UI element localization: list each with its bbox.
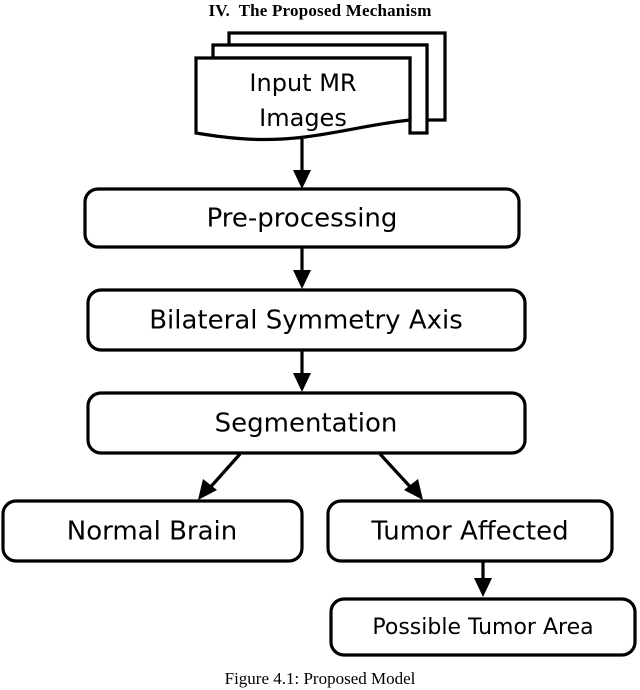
edge-segmentation-to-normal-brain [198,452,242,500]
edge-input-to-preprocessing [293,139,311,189]
node-tumor-affected-box [326,499,614,563]
edge-symmetry-to-segmentation [293,350,311,392]
document-sheet-front [194,56,412,142]
node-bilateral-symmetry-axis[interactable]: Bilateral Symmetry Axis [86,288,527,352]
edge-preprocessing-to-symmetry [293,247,311,289]
node-tumor-affected[interactable]: Tumor Affected [326,499,614,563]
node-segmentation-box [86,391,527,455]
edge-tumor-affected-to-possible-tumor-area [474,561,492,597]
node-input-label-line1: Input MR [249,69,356,97]
node-possible-tumor-area-box [329,597,637,657]
node-segmentation[interactable]: Segmentation [86,391,527,455]
node-bilateral-symmetry-axis-label: Bilateral Symmetry Axis [149,306,463,336]
node-input-mr-images[interactable]: Input MR Images [194,31,447,142]
node-input-label-line2: Images [259,104,347,132]
node-segmentation-label: Segmentation [215,409,398,439]
edge-segmentation-to-tumor-affected [378,452,423,500]
node-pre-processing[interactable]: Pre-processing [83,187,521,249]
node-normal-brain-label: Normal Brain [67,517,238,547]
node-pre-processing-label: Pre-processing [207,204,398,234]
figure-caption: Figure 4.1: Proposed Model [224,669,416,688]
node-normal-brain[interactable]: Normal Brain [1,499,304,563]
node-bilateral-symmetry-axis-box [86,288,527,352]
node-possible-tumor-area[interactable]: Possible Tumor Area [329,597,637,657]
node-possible-tumor-area-label: Possible Tumor Area [372,615,593,640]
section-title: IV. The Proposed Mechanism [208,1,432,20]
node-tumor-affected-label: Tumor Affected [370,517,568,547]
node-normal-brain-box [1,499,304,563]
